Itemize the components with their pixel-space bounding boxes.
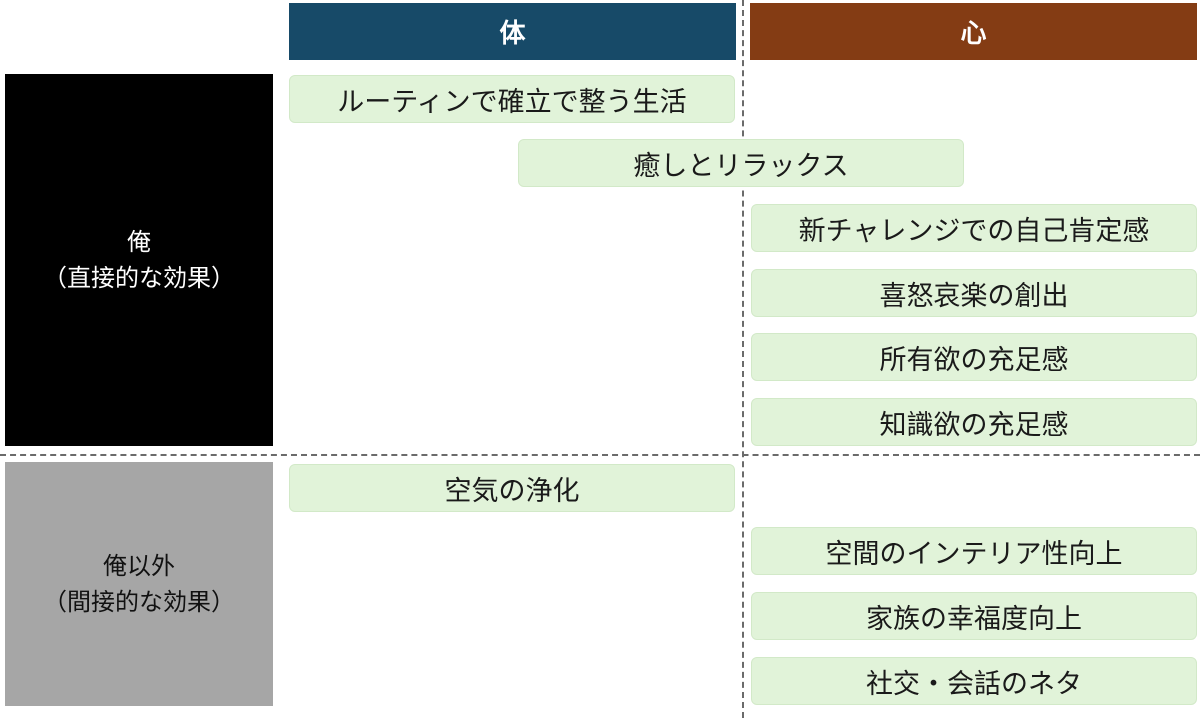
row-header-self-subtitle: （直接的な効果）	[43, 264, 235, 292]
column-divider	[742, 0, 744, 718]
row-header-other: 俺以外 （間接的な効果）	[5, 462, 273, 706]
item-possession: 所有欲の充足感	[751, 333, 1197, 381]
row-header-other-subtitle: （間接的な効果）	[43, 588, 235, 616]
column-header-body: 体	[289, 3, 736, 60]
item-interior: 空間のインテリア性向上	[751, 527, 1197, 575]
item-challenge: 新チャレンジでの自己肯定感	[751, 204, 1197, 252]
item-emotions: 喜怒哀楽の創出	[751, 269, 1197, 317]
row-header-other-title: 俺以外	[103, 552, 175, 580]
item-healing: 癒しとリラックス	[518, 139, 964, 187]
item-routine: ルーティンで確立で整う生活	[289, 75, 735, 123]
row-header-self: 俺 （直接的な効果）	[5, 74, 273, 446]
item-family: 家族の幸福度向上	[751, 592, 1197, 640]
column-header-mind: 心	[750, 3, 1197, 60]
item-social: 社交・会話のネタ	[751, 657, 1197, 705]
row-divider	[0, 454, 1200, 456]
item-knowledge: 知識欲の充足感	[751, 398, 1197, 446]
row-header-self-title: 俺	[127, 228, 151, 256]
item-air: 空気の浄化	[289, 464, 735, 512]
